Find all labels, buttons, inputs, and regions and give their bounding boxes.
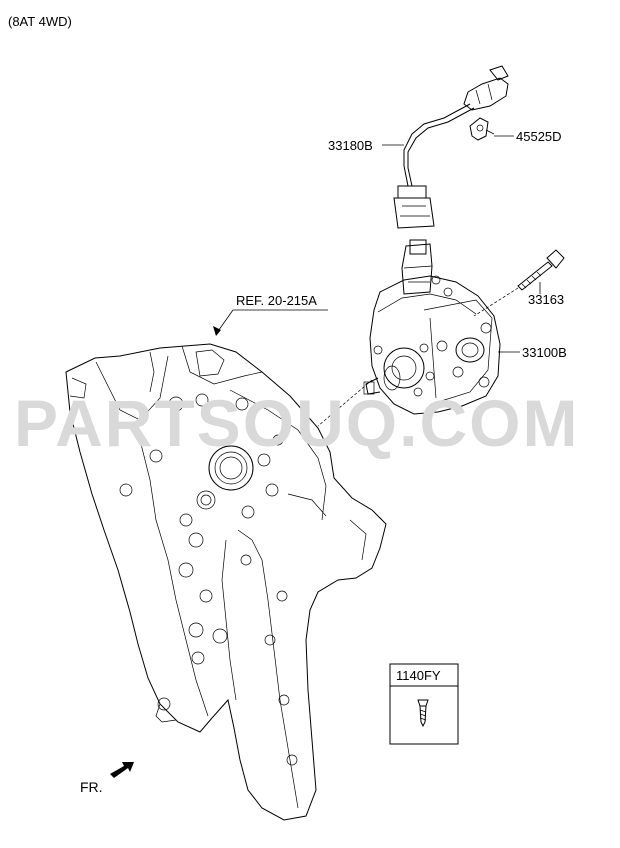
bolt-part-number: 33163	[528, 292, 564, 307]
screw-icon	[417, 699, 429, 728]
sensor-harness-part-number: 33180B	[328, 138, 373, 153]
front-direction-arrow-icon	[110, 762, 134, 778]
legend-part-number: 1140FY	[396, 668, 441, 683]
watermark-text: PARTSOUQ.COM	[14, 386, 579, 460]
alignment-line	[317, 379, 373, 427]
legend-box: 1140FY	[389, 663, 459, 745]
variant-label: (8AT 4WD)	[8, 14, 72, 29]
timing-cover-illustration	[65, 343, 387, 821]
pump-part-number: 33100B	[522, 345, 567, 360]
front-direction-label: FR.	[80, 779, 103, 795]
bolt-illustration	[473, 249, 565, 317]
fuel-pump-illustration	[363, 239, 501, 415]
ref-arrowhead	[213, 326, 221, 336]
bracket-part-number: 45525D	[516, 129, 562, 144]
sensor-harness-illustration	[393, 65, 509, 229]
ref-callout: REF. 20-215A	[236, 293, 317, 308]
bolt-axis-line	[473, 287, 519, 317]
bracket-illustration	[469, 117, 495, 141]
